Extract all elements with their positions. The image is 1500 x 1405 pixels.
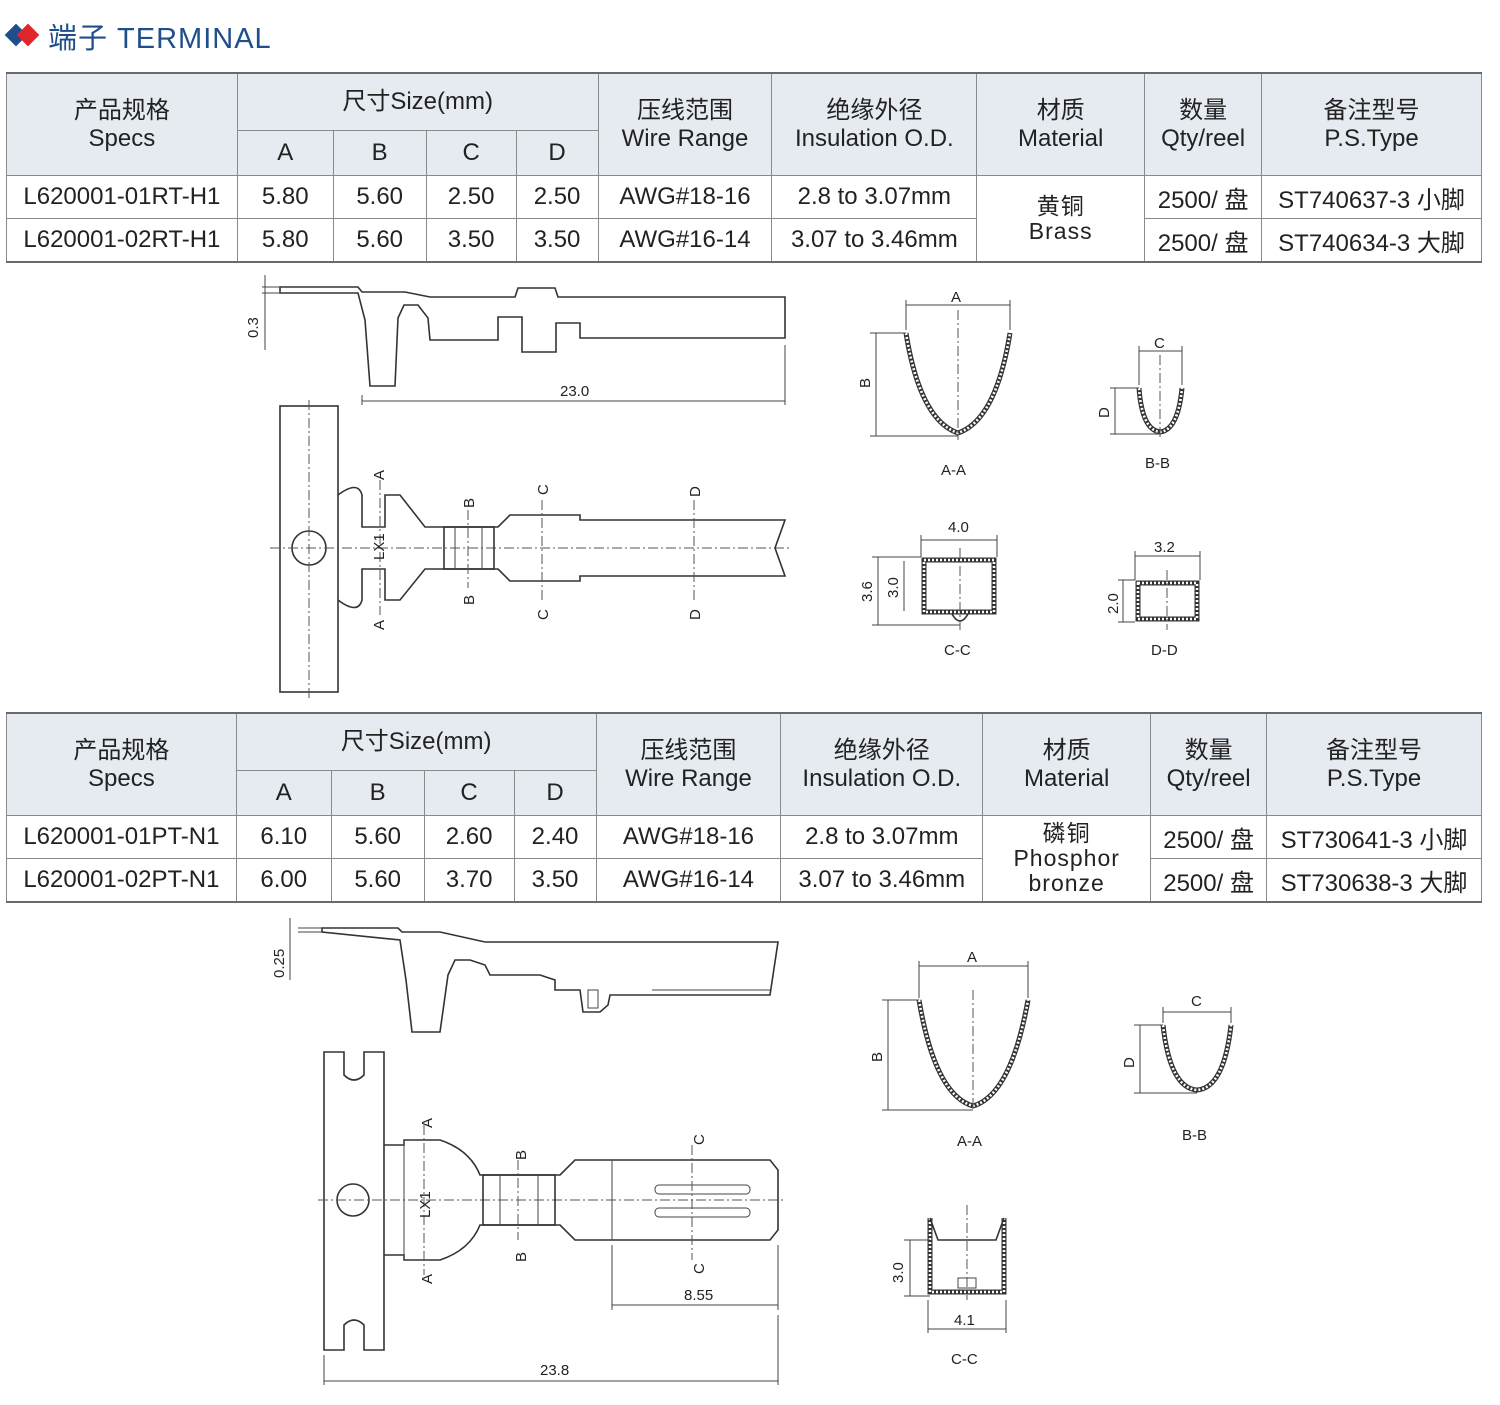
section-dd-label-1: D-D <box>1151 642 1178 659</box>
section-cc-1: 4.0 3.6 3.0 C-C <box>859 519 998 659</box>
svg-text:3.0: 3.0 <box>890 1262 907 1283</box>
svg-text:C: C <box>1154 335 1165 352</box>
col-b: B <box>330 770 425 816</box>
col-c: C <box>425 130 517 176</box>
section-cc-2: 3.0 4.1 C-C <box>890 1205 1007 1368</box>
col-size: 尺寸Size(mm) <box>236 72 599 131</box>
svg-text:B: B <box>461 595 478 605</box>
col-b: B <box>332 130 427 176</box>
section-aa-2: A B A-A <box>869 949 1031 1150</box>
section-aa-label-1: A-A <box>941 462 966 479</box>
section-header: 端子 TERMINAL <box>4 16 272 56</box>
top-view-1: A A B B C C D D LX1 <box>270 400 790 700</box>
svg-text:D: D <box>1096 407 1113 418</box>
svg-text:D: D <box>687 486 704 497</box>
svg-text:C: C <box>691 1263 708 1274</box>
section-dd-1: 3.2 2.0 D-D <box>1105 539 1201 659</box>
svg-text:C: C <box>535 484 552 495</box>
section-aa-label-2: A-A <box>957 1133 982 1150</box>
svg-text:A: A <box>371 620 388 630</box>
terminal-drawing-1: 0.3 23.0 A A B B C C D D LX1 A <box>245 275 1201 700</box>
section-bb-label-2: B-B <box>1182 1127 1207 1144</box>
svg-text:A: A <box>371 470 388 480</box>
section-bb-1: C D B-B <box>1096 335 1185 472</box>
svg-text:A: A <box>419 1274 436 1284</box>
svg-text:C: C <box>691 1134 708 1145</box>
svg-text:3.2: 3.2 <box>1154 539 1175 556</box>
col-d: D <box>515 130 599 176</box>
col-d: D <box>513 770 597 816</box>
lx-label-1: LX1 <box>371 533 388 560</box>
dim-thickness-2: 0.25 <box>271 949 288 978</box>
section-bb-2: C D B-B <box>1121 993 1234 1144</box>
table-row: L620001-01RT-H1 5.80 5.60 2.50 2.50 AWG#… <box>6 175 1482 263</box>
col-c: C <box>423 770 515 816</box>
svg-text:2.0: 2.0 <box>1105 593 1122 614</box>
table-row: L620001-02PT-N1 6.00 5.60 3.70 3.50 AWG#… <box>6 858 1482 903</box>
svg-text:A: A <box>951 289 961 306</box>
dim-pin-2: 8.55 <box>684 1287 713 1304</box>
terminal-drawing-2: 0.25 A A B B C C LX1 8.55 23.8 <box>271 918 1234 1385</box>
col-a: A <box>235 770 332 816</box>
side-view-2: 0.25 <box>271 918 779 1033</box>
section-cc-label-2: C-C <box>951 1351 978 1368</box>
svg-text:C: C <box>535 609 552 620</box>
side-view-1: 0.3 23.0 <box>245 275 786 405</box>
svg-text:A: A <box>967 949 977 966</box>
col-a: A <box>236 130 334 176</box>
svg-text:B: B <box>857 378 874 388</box>
lx-label-2: LX1 <box>417 1191 434 1218</box>
svg-text:D: D <box>687 609 704 620</box>
section-bb-label-1: B-B <box>1145 455 1170 472</box>
section-title: 端子 TERMINAL <box>48 23 272 55</box>
svg-text:3.6: 3.6 <box>859 581 876 602</box>
dim-length-1: 23.0 <box>560 383 589 400</box>
brand-diamond-icon <box>4 23 40 47</box>
svg-text:3.0: 3.0 <box>885 577 902 598</box>
table-row: L620001-02RT-H1 5.80 5.60 3.50 3.50 AWG#… <box>6 218 1482 263</box>
svg-text:D: D <box>1121 1057 1138 1068</box>
svg-text:B: B <box>869 1052 886 1062</box>
section-aa-1: A B A-A <box>857 289 1013 479</box>
svg-text:B: B <box>461 498 478 508</box>
section-cc-label-1: C-C <box>944 642 971 659</box>
top-view-2: A A B B C C LX1 8.55 23.8 <box>318 1051 785 1385</box>
svg-text:C: C <box>1191 993 1202 1010</box>
svg-text:B: B <box>513 1150 530 1160</box>
table-row: L620001-01PT-N1 6.10 5.60 2.60 2.40 AWG#… <box>6 815 1482 903</box>
svg-text:B: B <box>513 1252 530 1262</box>
dim-thickness-1: 0.3 <box>245 317 262 338</box>
svg-text:A: A <box>419 1118 436 1128</box>
svg-text:4.1: 4.1 <box>954 1312 975 1329</box>
col-size: 尺寸Size(mm) <box>235 712 597 771</box>
dim-length-2: 23.8 <box>540 1362 569 1379</box>
svg-text:4.0: 4.0 <box>948 519 969 536</box>
